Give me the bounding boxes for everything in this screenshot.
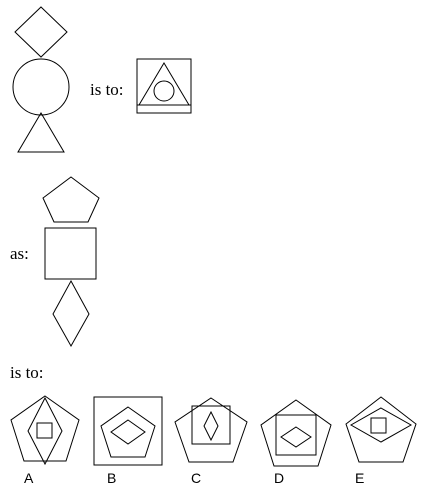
is-to-label-1: is to: bbox=[90, 80, 124, 99]
diamond-shape bbox=[14, 6, 68, 58]
option-a[interactable] bbox=[10, 395, 80, 466]
square-shape bbox=[44, 227, 97, 280]
option-e-label: E bbox=[355, 470, 364, 486]
square-shape bbox=[275, 414, 317, 456]
stack-2 bbox=[42, 176, 100, 348]
result-1 bbox=[136, 58, 192, 114]
square-shape bbox=[136, 58, 192, 114]
option-d-label: D bbox=[274, 470, 284, 486]
circle-shape bbox=[12, 58, 70, 116]
circle-shape bbox=[153, 80, 175, 102]
option-b-label: B bbox=[107, 470, 116, 486]
option-a-label: A bbox=[24, 470, 34, 486]
option-d[interactable] bbox=[260, 399, 332, 467]
pentagon-shape bbox=[174, 397, 248, 463]
square-shape bbox=[36, 422, 53, 439]
option-b[interactable] bbox=[93, 396, 163, 466]
pentagon-shape bbox=[345, 396, 417, 463]
pentagon-shape bbox=[10, 395, 80, 462]
square-shape bbox=[191, 405, 231, 445]
diamond-shape bbox=[203, 410, 219, 442]
diamond-shape bbox=[52, 279, 90, 348]
square-shape bbox=[370, 417, 387, 434]
pentagon-shape bbox=[42, 176, 100, 223]
option-c-label: C bbox=[191, 470, 201, 486]
pentagon-shape bbox=[100, 406, 156, 458]
triangle-shape bbox=[138, 62, 190, 106]
option-e[interactable] bbox=[345, 396, 417, 463]
diamond-shape bbox=[349, 407, 413, 443]
diamond-shape bbox=[110, 419, 146, 445]
square-shape bbox=[93, 396, 163, 466]
option-c[interactable] bbox=[174, 397, 248, 463]
as-label: as: bbox=[10, 244, 29, 263]
triangle-shape bbox=[17, 112, 65, 153]
is-to-label-2: is to: bbox=[10, 363, 44, 382]
diamond-shape bbox=[27, 396, 63, 466]
stack-1 bbox=[12, 6, 70, 153]
diamond-shape bbox=[280, 426, 312, 448]
pentagon-shape bbox=[260, 399, 332, 467]
